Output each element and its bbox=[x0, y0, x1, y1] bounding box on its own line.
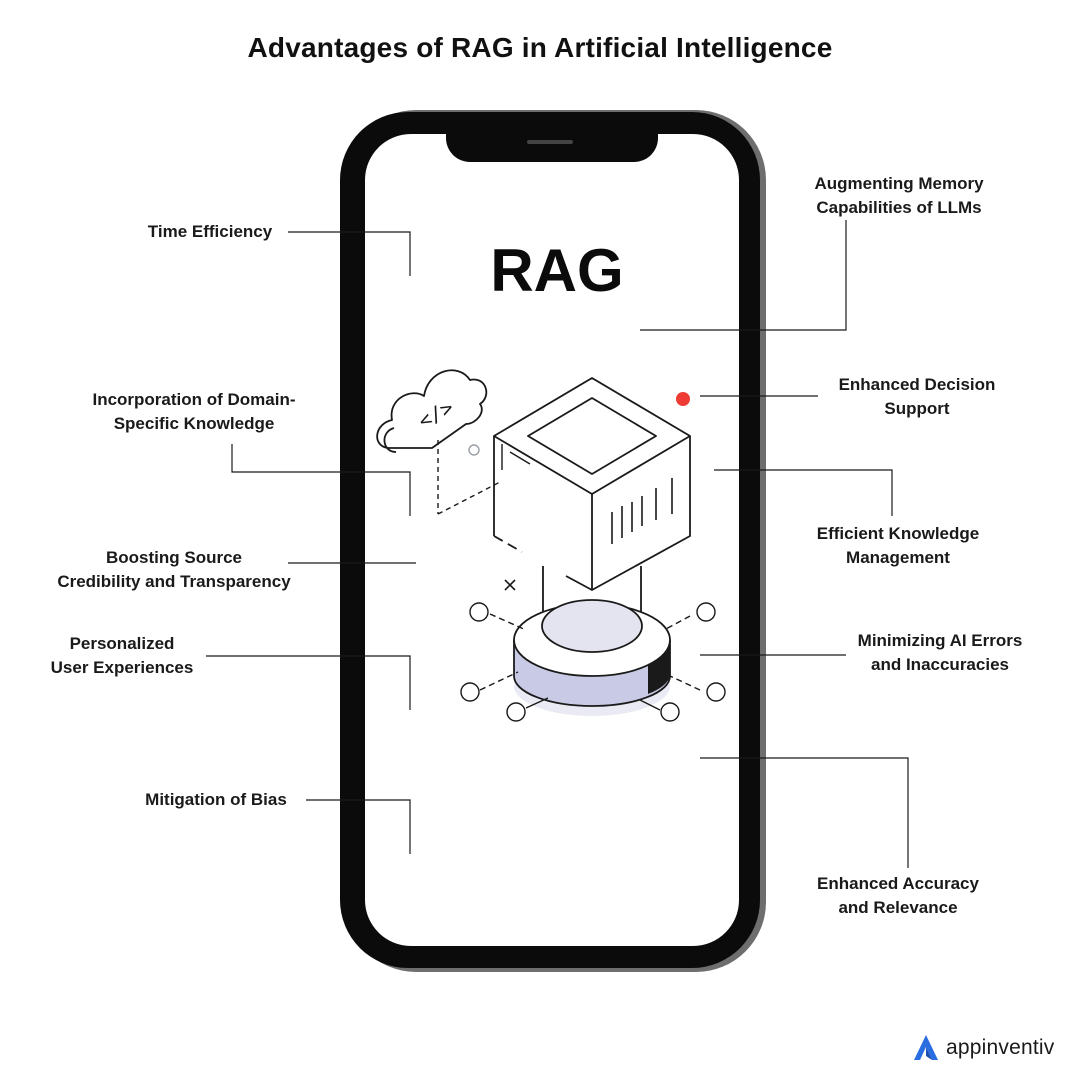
brand-logo: appinventiv bbox=[912, 1034, 1054, 1062]
right-item-augmenting-memory: Augmenting Memory Capabilities of LLMs bbox=[814, 174, 984, 217]
right-item-minimizing-errors: Minimizing AI Errors and Inaccuracies bbox=[857, 631, 1023, 674]
connector-augmenting-memory bbox=[640, 220, 847, 331]
left-item-domain-knowledge: Incorporation of Domain- Specific Knowle… bbox=[92, 390, 296, 433]
phone-speaker bbox=[527, 140, 573, 144]
left-item-personalized-experiences: Personalized User Experiences bbox=[50, 634, 194, 677]
right-item-decision-support: Enhanced Decision Support bbox=[838, 375, 996, 418]
left-item-mitigation-bias: Mitigation of Bias bbox=[145, 790, 287, 809]
connector-accuracy-relevance bbox=[700, 757, 909, 868]
phone-notch bbox=[446, 134, 658, 162]
connector-time-efficiency bbox=[288, 231, 411, 276]
brand-name: appinventiv bbox=[946, 1036, 1055, 1059]
cloud-code-icon: </> bbox=[376, 369, 488, 453]
right-item-knowledge-management: Efficient Knowledge Management bbox=[816, 524, 980, 567]
brand-logo-icon bbox=[914, 1035, 938, 1060]
left-item-source-credibility: Boosting Source Credibility and Transpar… bbox=[57, 548, 291, 591]
right-item-accuracy-relevance: Enhanced Accuracy and Relevance bbox=[817, 874, 979, 917]
connector-knowledge-management bbox=[714, 469, 893, 516]
page-title: Advantages of RAG in Artificial Intellig… bbox=[247, 32, 833, 63]
connector-personalized bbox=[206, 655, 411, 710]
accent-dot-icon bbox=[676, 392, 690, 406]
connector-mitigation-bias bbox=[306, 799, 411, 854]
left-item-time-efficiency: Time Efficiency bbox=[147, 222, 273, 241]
connector-domain-knowledge bbox=[231, 444, 411, 516]
phone-screen bbox=[365, 134, 739, 946]
rag-label: RAG bbox=[490, 237, 624, 304]
